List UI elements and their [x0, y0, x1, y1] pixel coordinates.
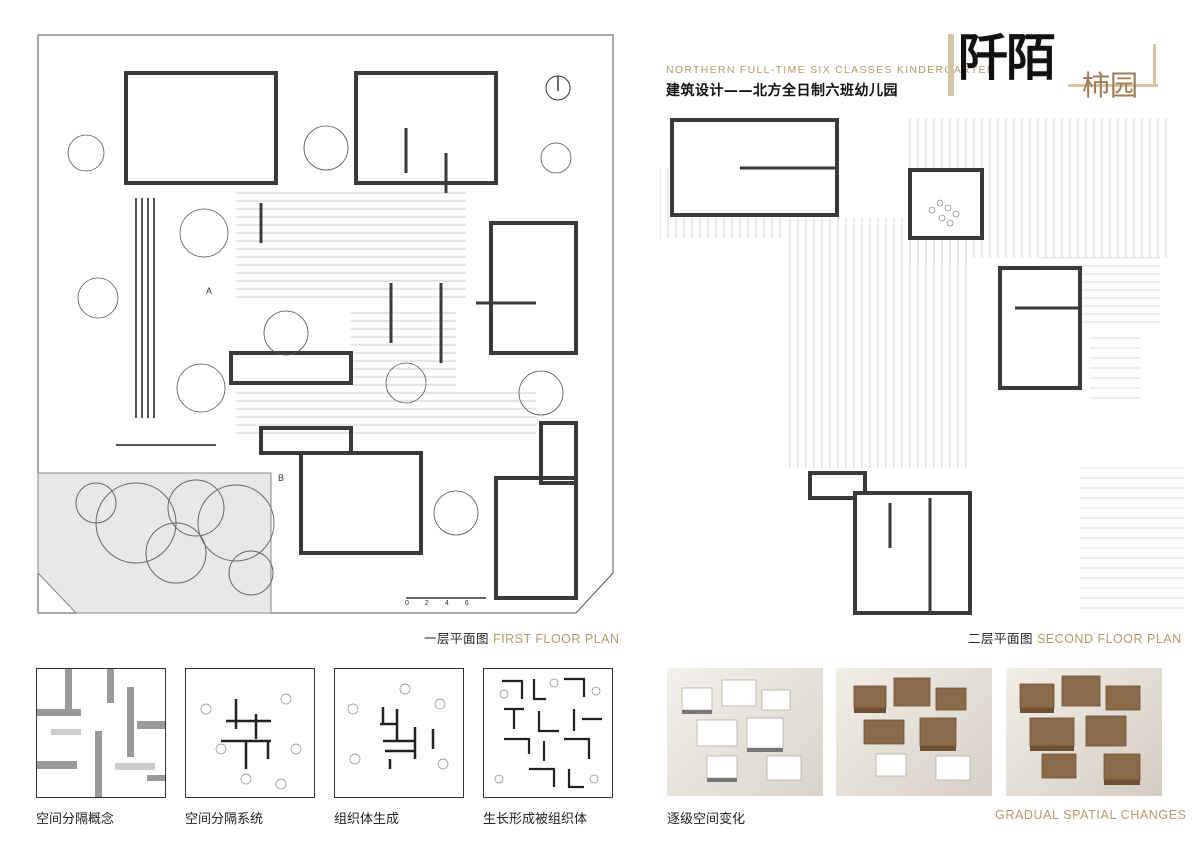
second-floor-caption: 二层平面图 SECOND FLOOR PLAN [968, 628, 1182, 647]
model-photo-stage-3 [1006, 668, 1162, 796]
diagram-label-4: 生长形成被组织体 [483, 812, 588, 827]
growth-diagram-graphic [494, 677, 602, 789]
diagram-space-division-system [185, 668, 315, 798]
generation-diagram-graphic [347, 683, 449, 770]
second-floor-plan [660, 118, 1185, 615]
model-photo-graphic [681, 679, 802, 782]
diagram-growth-organized-body [483, 668, 613, 798]
second-floor-label-zh: 二层平面图 [968, 631, 1034, 646]
logo-sub: 柿园 [1082, 69, 1139, 102]
diagram-space-division-concept [36, 668, 166, 798]
section-marker-b: B [278, 473, 285, 483]
diagram-organization-generation [334, 668, 464, 798]
diagram-label-3: 组织体生成 [334, 812, 400, 827]
second-floor-label-en: SECOND FLOOR PLAN [1037, 632, 1182, 646]
scale-tick: 6 [464, 600, 469, 607]
scale-tick: 0 [405, 600, 409, 607]
system-diagram-graphic [200, 693, 302, 790]
project-title-zh: 建筑设计——北方全日制六班幼儿园 [666, 83, 898, 99]
logo-frame [948, 34, 1158, 96]
project-title-en: NORTHERN FULL-TIME SIX CLASSES KINDERGAR… [666, 64, 996, 76]
models-label-zh: 逐级空间变化 [667, 812, 746, 827]
first-floor-label-zh: 一层平面图 [424, 631, 490, 646]
first-floor-plan [37, 34, 614, 614]
first-floor-caption: 一层平面图 FIRST FLOOR PLAN [424, 628, 620, 647]
first-floor-label-en: FIRST FLOOR PLAN [493, 632, 620, 646]
model-photo-stage-1 [667, 668, 823, 796]
scale-bar-labels: 0 2 4 6 [405, 600, 469, 607]
logo-main: 阡陌 [958, 29, 1056, 87]
model-photo-graphic [1019, 675, 1141, 785]
diagram-label-2: 空间分隔系统 [185, 812, 264, 827]
models-label-en: GRADUAL SPATIAL CHANGES [995, 808, 1187, 822]
model-photo-graphic [853, 677, 971, 781]
model-photo-stage-2 [836, 668, 992, 796]
diagram-label-1: 空间分隔概念 [36, 812, 115, 827]
scale-tick: 4 [444, 600, 449, 607]
concept-diagram-graphic [37, 669, 165, 797]
section-marker-a: A [206, 286, 213, 296]
scale-tick: 2 [424, 600, 429, 607]
